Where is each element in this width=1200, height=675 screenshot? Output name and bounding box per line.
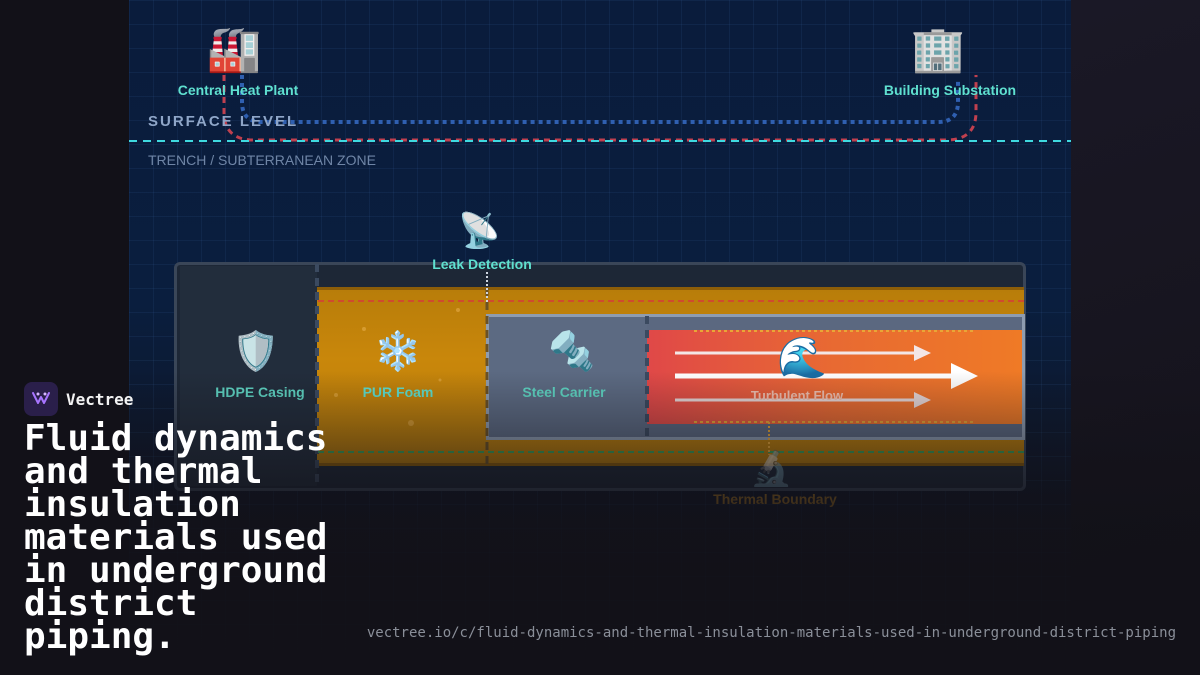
logo-stroke xyxy=(32,392,50,404)
water-wave-icon: 🌊 xyxy=(777,335,827,381)
brand: Vectree xyxy=(24,382,133,416)
page-url[interactable]: vectree.io/c/fluid-dynamics-and-thermal-… xyxy=(366,625,1176,641)
steel-carrier-label: Steel Carrier xyxy=(522,384,606,400)
nut-and-bolt-icon: 🔩 xyxy=(548,329,596,373)
snowflake-icon: ❄️ xyxy=(374,329,422,373)
vectree-logo-icon xyxy=(24,382,58,416)
foam-bubble xyxy=(438,378,442,382)
flow-arrow-top-head xyxy=(914,345,931,361)
foam-bubble xyxy=(456,308,460,312)
logo-dot xyxy=(43,392,47,396)
satellite-antenna-icon: 📡 xyxy=(458,211,501,251)
pur-foam-label: PUR Foam xyxy=(362,384,434,400)
logo-dot xyxy=(36,392,40,396)
microscope-icon: 🔬 xyxy=(750,449,793,489)
thermal-boundary-label: Thermal Boundary xyxy=(713,491,837,507)
flow-arrow-main-head xyxy=(951,363,978,389)
vectree-logo-mark xyxy=(32,392,50,404)
leak-detection-label: Leak Detection xyxy=(432,256,532,272)
brand-name: Vectree xyxy=(66,389,134,409)
foam-bubble xyxy=(362,327,366,331)
flow-arrow-bottom-head xyxy=(914,392,931,408)
turbulent-flow-label: Turbulent Flow xyxy=(750,388,844,403)
shield-icon: 🛡️ xyxy=(232,329,280,373)
headline: Fluid dynamics and thermal insulation ma… xyxy=(24,418,328,657)
hdpe-casing-label: HDPE Casing xyxy=(215,384,305,400)
foam-bubble xyxy=(408,420,414,426)
